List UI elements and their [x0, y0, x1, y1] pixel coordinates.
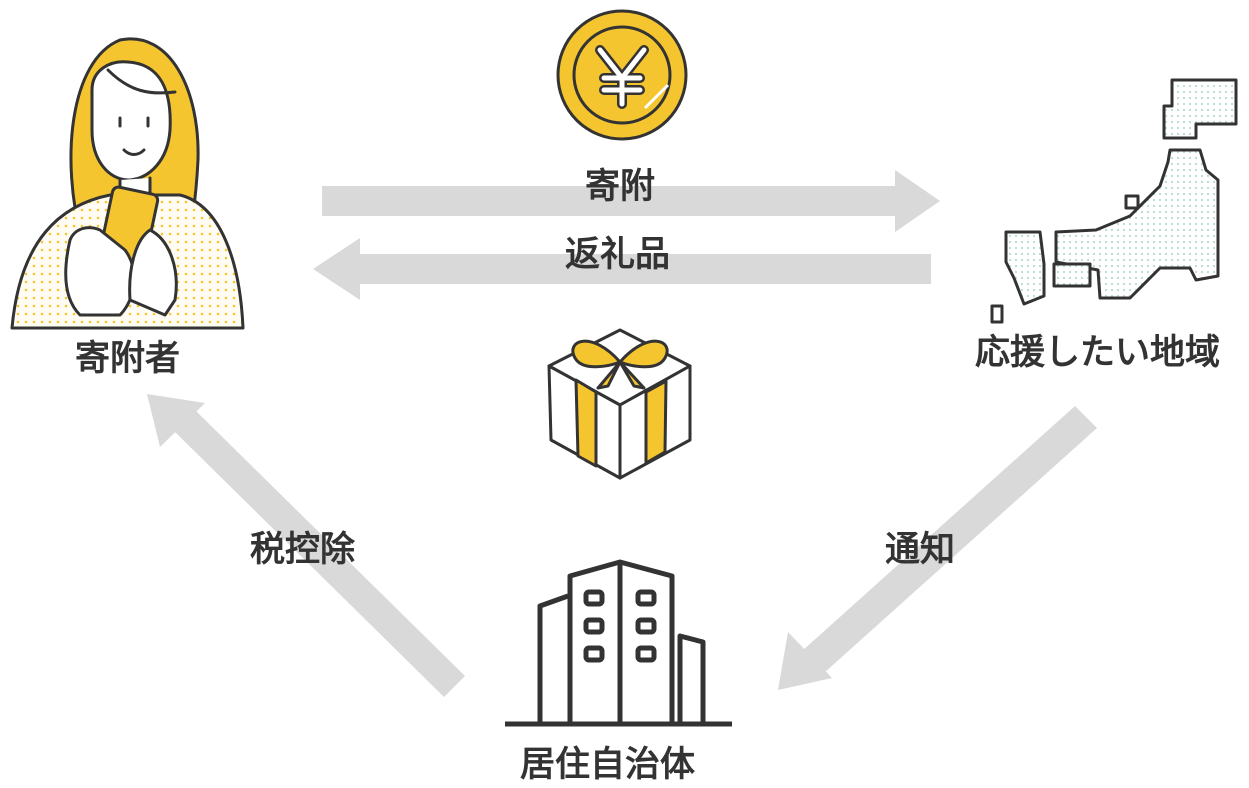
gift-box-icon: [547, 328, 692, 480]
yen-coin-icon: [556, 9, 688, 141]
donor-label: 寄附者: [75, 339, 181, 379]
region-label: 応援したい地域: [975, 333, 1221, 373]
arrow-tax-deduction: [147, 394, 465, 697]
arrow-donation: [322, 170, 940, 232]
woman-with-smartphone-icon: [10, 37, 245, 330]
donation-flow-label: 寄附: [585, 167, 656, 207]
gift-flow-label: 返礼品: [565, 235, 671, 275]
notification-label: 通知: [885, 530, 956, 570]
arrow-gift: [313, 238, 931, 300]
city-hall-building-icon: [505, 559, 732, 727]
home-municipality-label: 居住自治体: [520, 745, 696, 785]
tax-deduction-label: 税控除: [250, 530, 356, 570]
japan-map-icon: [990, 78, 1238, 324]
arrow-notification: [778, 406, 1097, 690]
